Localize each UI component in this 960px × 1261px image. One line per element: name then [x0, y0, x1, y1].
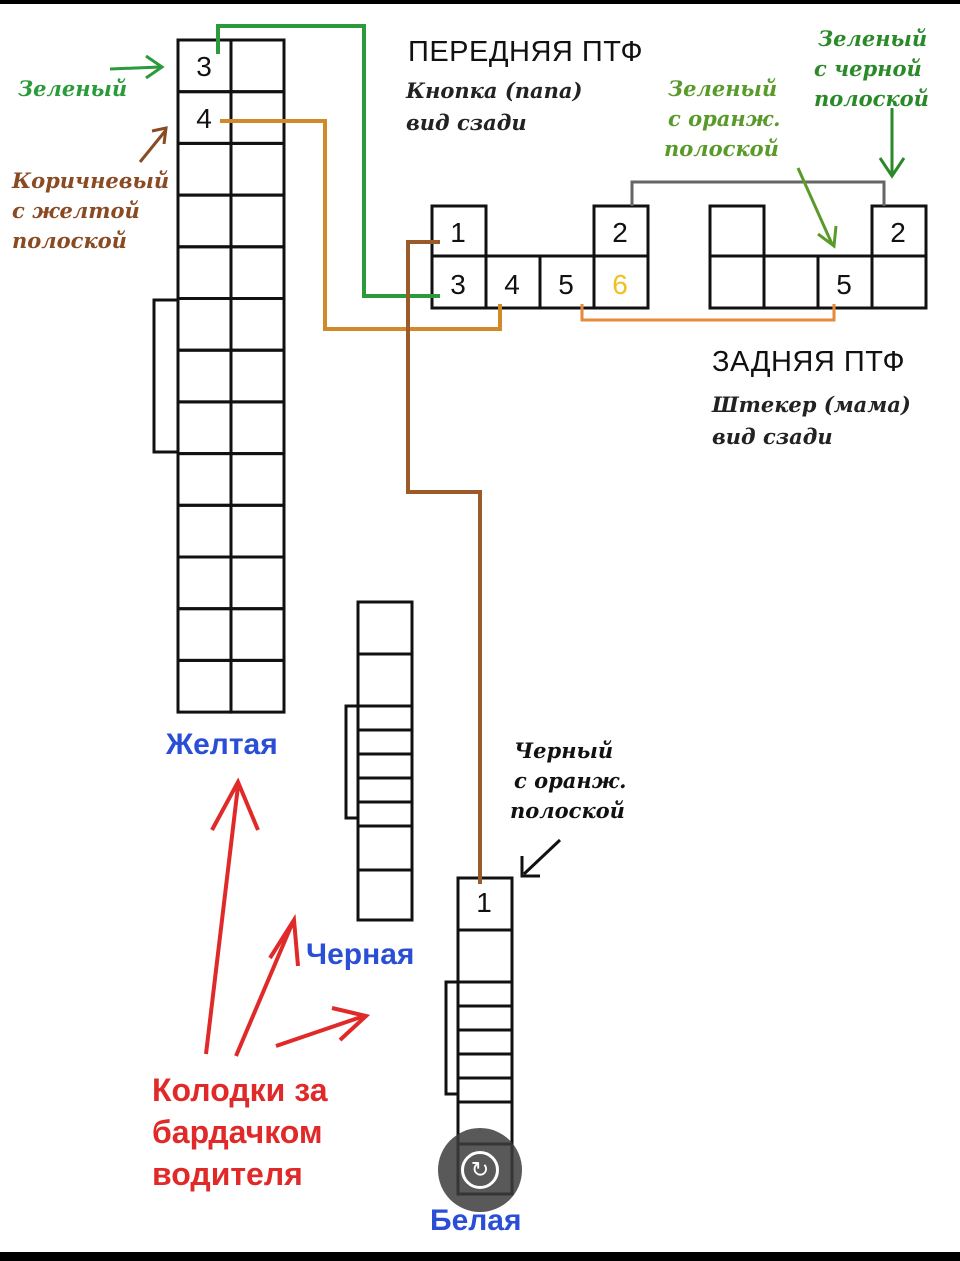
- label-brown-1: Коричневый: [12, 168, 170, 193]
- yellow-cell: [229, 348, 286, 404]
- front-ptf-title: ПЕРЕДНЯЯ ПТФ: [408, 36, 644, 68]
- note-line-1: Колодки за: [152, 1072, 328, 1108]
- front-ptf-sub1: Кнопка (папа): [406, 78, 583, 103]
- wire-green: [216, 24, 440, 298]
- rear-cell: [708, 254, 766, 310]
- refresh-icon: ↻: [461, 1151, 499, 1189]
- pin-front-5: 5: [558, 269, 574, 300]
- overlay-button[interactable]: ↻: [438, 1128, 522, 1212]
- black-cell: [356, 704, 414, 732]
- pin-yellow-3: 3: [196, 51, 212, 82]
- rear-cell: [870, 254, 928, 310]
- yellow-cell: [229, 400, 286, 456]
- label-green-orange-2: с оранж.: [668, 106, 781, 131]
- black-cell: [356, 600, 414, 656]
- pin-front-3: 3: [450, 269, 466, 300]
- wire-brown-yellow: [220, 119, 502, 331]
- white-cell: [456, 980, 514, 1008]
- label-brown-3: полоской: [12, 228, 127, 253]
- white-latch: [444, 980, 460, 1096]
- arrow-green: [109, 54, 165, 80]
- yellow-cell: [229, 503, 286, 559]
- wire-black-orange: [406, 240, 482, 884]
- pin-rear-2: 2: [890, 217, 906, 248]
- yellow-cell: [176, 297, 233, 352]
- front-ptf-sub2: вид сзади: [406, 110, 527, 135]
- yellow-cell: [176, 400, 233, 456]
- arrow-brown: [138, 126, 168, 163]
- yellow-cell: [176, 141, 233, 197]
- white-cell: [456, 1004, 514, 1032]
- rear-cell: [762, 254, 820, 310]
- black-cell: [356, 776, 414, 804]
- yellow-cell: [229, 245, 286, 301]
- note-line-2: бардачком: [152, 1114, 323, 1150]
- wire-green-black: [630, 180, 886, 206]
- wiring-diagram: 3 4 1 2 3 4 5 6 2 5 1 ПЕРЕДНЯЯ ПТФ Кнопк…: [0, 4, 960, 1252]
- yellow-cell: [229, 452, 286, 507]
- white-cell: [456, 1028, 514, 1056]
- yellow-cell: [229, 658, 286, 714]
- wire-green-orange: [580, 304, 836, 322]
- yellow-cell: [229, 193, 286, 249]
- arrow-green-black: [878, 108, 906, 179]
- rear-ptf-title: ЗАДНЯЯ ПТФ: [712, 346, 905, 378]
- label-green-black-1: Зеленый: [818, 26, 928, 51]
- label-brown-2: с желтой: [12, 198, 140, 223]
- pin-white-1: 1: [476, 887, 492, 918]
- label-green: Зеленый: [18, 76, 128, 101]
- label-green-black-2: с черной: [814, 56, 922, 81]
- rear-ptf-sub1: Штекер (мама): [712, 392, 911, 417]
- label-black-orange-1: Черный: [514, 738, 614, 763]
- yellow-cell: [229, 141, 286, 197]
- yellow-cell: [176, 452, 233, 507]
- arrow-green-orange: [796, 167, 838, 249]
- black-cell: [356, 728, 414, 756]
- yellow-cell: [229, 90, 286, 145]
- yellow-cell: [176, 245, 233, 301]
- yellow-cell: [229, 297, 286, 352]
- yellow-cell: [176, 607, 233, 662]
- black-cell: [356, 868, 414, 922]
- yellow-cell: [176, 193, 233, 249]
- pin-rear-5: 5: [836, 269, 852, 300]
- black-cell: [356, 824, 414, 872]
- pin-front-4: 4: [504, 269, 520, 300]
- black-cell: [356, 800, 414, 828]
- yellow-latch: [152, 298, 180, 454]
- pin-front-2: 2: [612, 217, 628, 248]
- rear-ptf-sub2: вид сзади: [712, 424, 833, 449]
- label-black-orange-3: полоской: [510, 798, 625, 823]
- label-black-orange-2: с оранж.: [514, 768, 627, 793]
- white-cell: [456, 928, 514, 984]
- label-green-black-3: полоской: [814, 86, 929, 111]
- yellow-cell: [176, 658, 233, 714]
- yellow-cell: [176, 555, 233, 611]
- front-cell: [592, 254, 650, 310]
- yellow-cell: [176, 503, 233, 559]
- pin-front-6: 6: [612, 269, 628, 300]
- arrow-black-orange: [520, 838, 562, 878]
- note-line-3: водителя: [152, 1156, 303, 1192]
- block-yellow-label: Желтая: [166, 728, 278, 761]
- arrows-red: [204, 777, 371, 1057]
- black-cell: [356, 652, 414, 708]
- pin-yellow-4: 4: [196, 103, 212, 134]
- yellow-cell: [229, 607, 286, 662]
- yellow-cell: [229, 555, 286, 611]
- block-black-label: Черная: [306, 938, 415, 971]
- connector-grids: [152, 38, 928, 1196]
- pin-front-1: 1: [450, 217, 466, 248]
- label-green-orange-3: полоской: [664, 136, 779, 161]
- yellow-cell: [176, 348, 233, 404]
- white-cell: [456, 1076, 514, 1104]
- black-cell: [356, 752, 414, 780]
- black-latch: [344, 704, 360, 820]
- yellow-cell: [229, 38, 286, 94]
- white-cell: [456, 1052, 514, 1080]
- rear-cell: [708, 204, 766, 258]
- label-green-orange-1: Зеленый: [668, 76, 778, 101]
